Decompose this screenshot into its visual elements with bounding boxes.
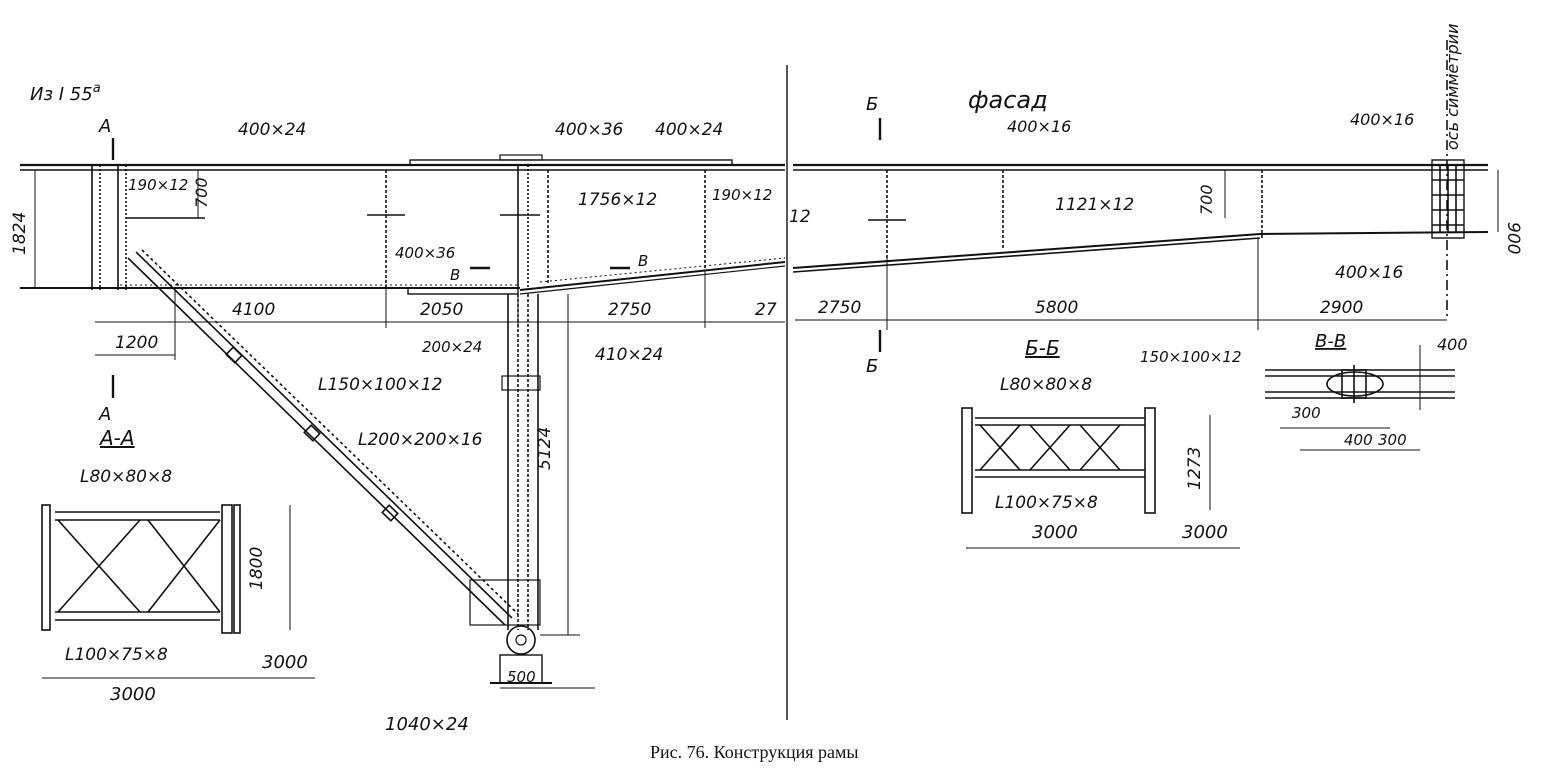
dim-4100: 4100: [232, 300, 275, 320]
label-i55-main: Из I 55: [30, 84, 93, 105]
label-web-190x12-right: 190×12: [712, 186, 772, 204]
label-web-190x12-left: 190×12: [128, 176, 188, 194]
dimension-lines-left: [34, 170, 785, 689]
dim-1200: 1200: [115, 333, 158, 353]
label-plate-400x16-top: 400×16: [1007, 117, 1071, 136]
dim-300-vv-left: 300: [1292, 404, 1321, 422]
dim-5800: 5800: [1035, 298, 1078, 318]
section-v-v: [1265, 345, 1455, 451]
label-i55: Из I 55а: [30, 81, 101, 105]
section-mark-glyphs: [111, 118, 882, 398]
label-angle-80x80x8-b: L80×80×8: [1000, 375, 1092, 395]
section-mark-a-top: А: [98, 116, 111, 137]
section-mark-v-right: В: [638, 252, 648, 270]
label-plate-1040x24: 1040×24: [385, 714, 469, 735]
dim-3000-bb-right: 3000: [1182, 522, 1228, 543]
dim-700-right: 700: [1197, 184, 1216, 215]
section-a-a: [41, 504, 315, 679]
section-mark-a-bottom: А: [98, 404, 111, 425]
label-plate-400x16-bottom: 400×16: [1335, 263, 1404, 283]
section-mark-b-top: Б: [866, 94, 878, 115]
dim-2900: 2900: [1320, 298, 1363, 318]
dim-400-vv-top: 400: [1437, 335, 1468, 354]
dim-1800: 1800: [247, 547, 267, 590]
label-angle-80x80x8-a: L80×80×8: [80, 467, 172, 487]
label-plate-400x24-left: 400×24: [238, 120, 306, 140]
label-angle-150x100x12-v: 150×100×12: [1140, 348, 1241, 366]
label-i55-sup: а: [93, 81, 101, 96]
label-plate-410x24: 410×24: [595, 345, 663, 365]
label-angle-150x100x12: L150×100×12: [318, 375, 443, 395]
main-beam-left: [20, 65, 788, 720]
view-facade-label: фасад: [968, 86, 1048, 114]
dim-3000-bb: 3000: [1032, 522, 1078, 543]
label-web-1121x12: 1121×12: [1055, 195, 1134, 215]
dim-5124: 5124: [535, 427, 555, 470]
main-beam-right: [792, 40, 1499, 320]
column: [469, 294, 552, 684]
figure-caption: Рис. 76. Конструкция рамы: [650, 742, 858, 762]
dim-300-vv-right: 300: [1378, 431, 1407, 449]
section-title-v-v: В-В: [1315, 331, 1346, 352]
label-plate-400x36-top: 400×36: [555, 120, 624, 140]
dim-700-left: 700: [192, 177, 211, 208]
dim-1824: 1824: [10, 212, 30, 255]
label-plate-200x24: 200×24: [422, 338, 482, 356]
label-web-1756x12: 1756×12: [578, 190, 657, 210]
dim-2750-left: 2750: [608, 300, 651, 320]
label-angle-100x75x8-b: L100×75×8: [995, 493, 1098, 513]
label-plate-400x24-mid: 400×24: [655, 120, 723, 140]
dim-500: 500: [507, 668, 536, 686]
label-plate-400x36-bottom: 400×36: [395, 244, 455, 262]
label-plate-400x16-axis: 400×16: [1350, 110, 1414, 129]
section-title-a-a: А-А: [98, 426, 135, 450]
label-small-12: 12: [789, 207, 811, 227]
dim-1273: 1273: [1185, 447, 1205, 490]
dim-27-cut: 27: [755, 300, 777, 320]
dim-900: 900: [1503, 222, 1523, 254]
section-mark-b-bottom: Б: [866, 356, 878, 377]
dim-400-vv: 400: [1344, 431, 1373, 449]
symmetry-axis-label: ось симметрии: [1443, 23, 1462, 150]
label-angle-100x75x8-a: L100×75×8: [65, 645, 168, 665]
dim-3000-aa: 3000: [110, 684, 156, 705]
dim-3000-aa-right: 3000: [262, 652, 308, 673]
section-title-b-b: Б-Б: [1025, 336, 1060, 360]
label-angle-200x200x16: L200×200×16: [358, 430, 483, 450]
dimension-lines-right: [795, 238, 1447, 330]
diagonal-strut: [127, 249, 519, 626]
dim-2750-right: 2750: [818, 298, 861, 318]
dim-2050: 2050: [420, 300, 463, 320]
section-b-b: [961, 407, 1240, 549]
section-mark-v-left: В: [450, 266, 460, 284]
